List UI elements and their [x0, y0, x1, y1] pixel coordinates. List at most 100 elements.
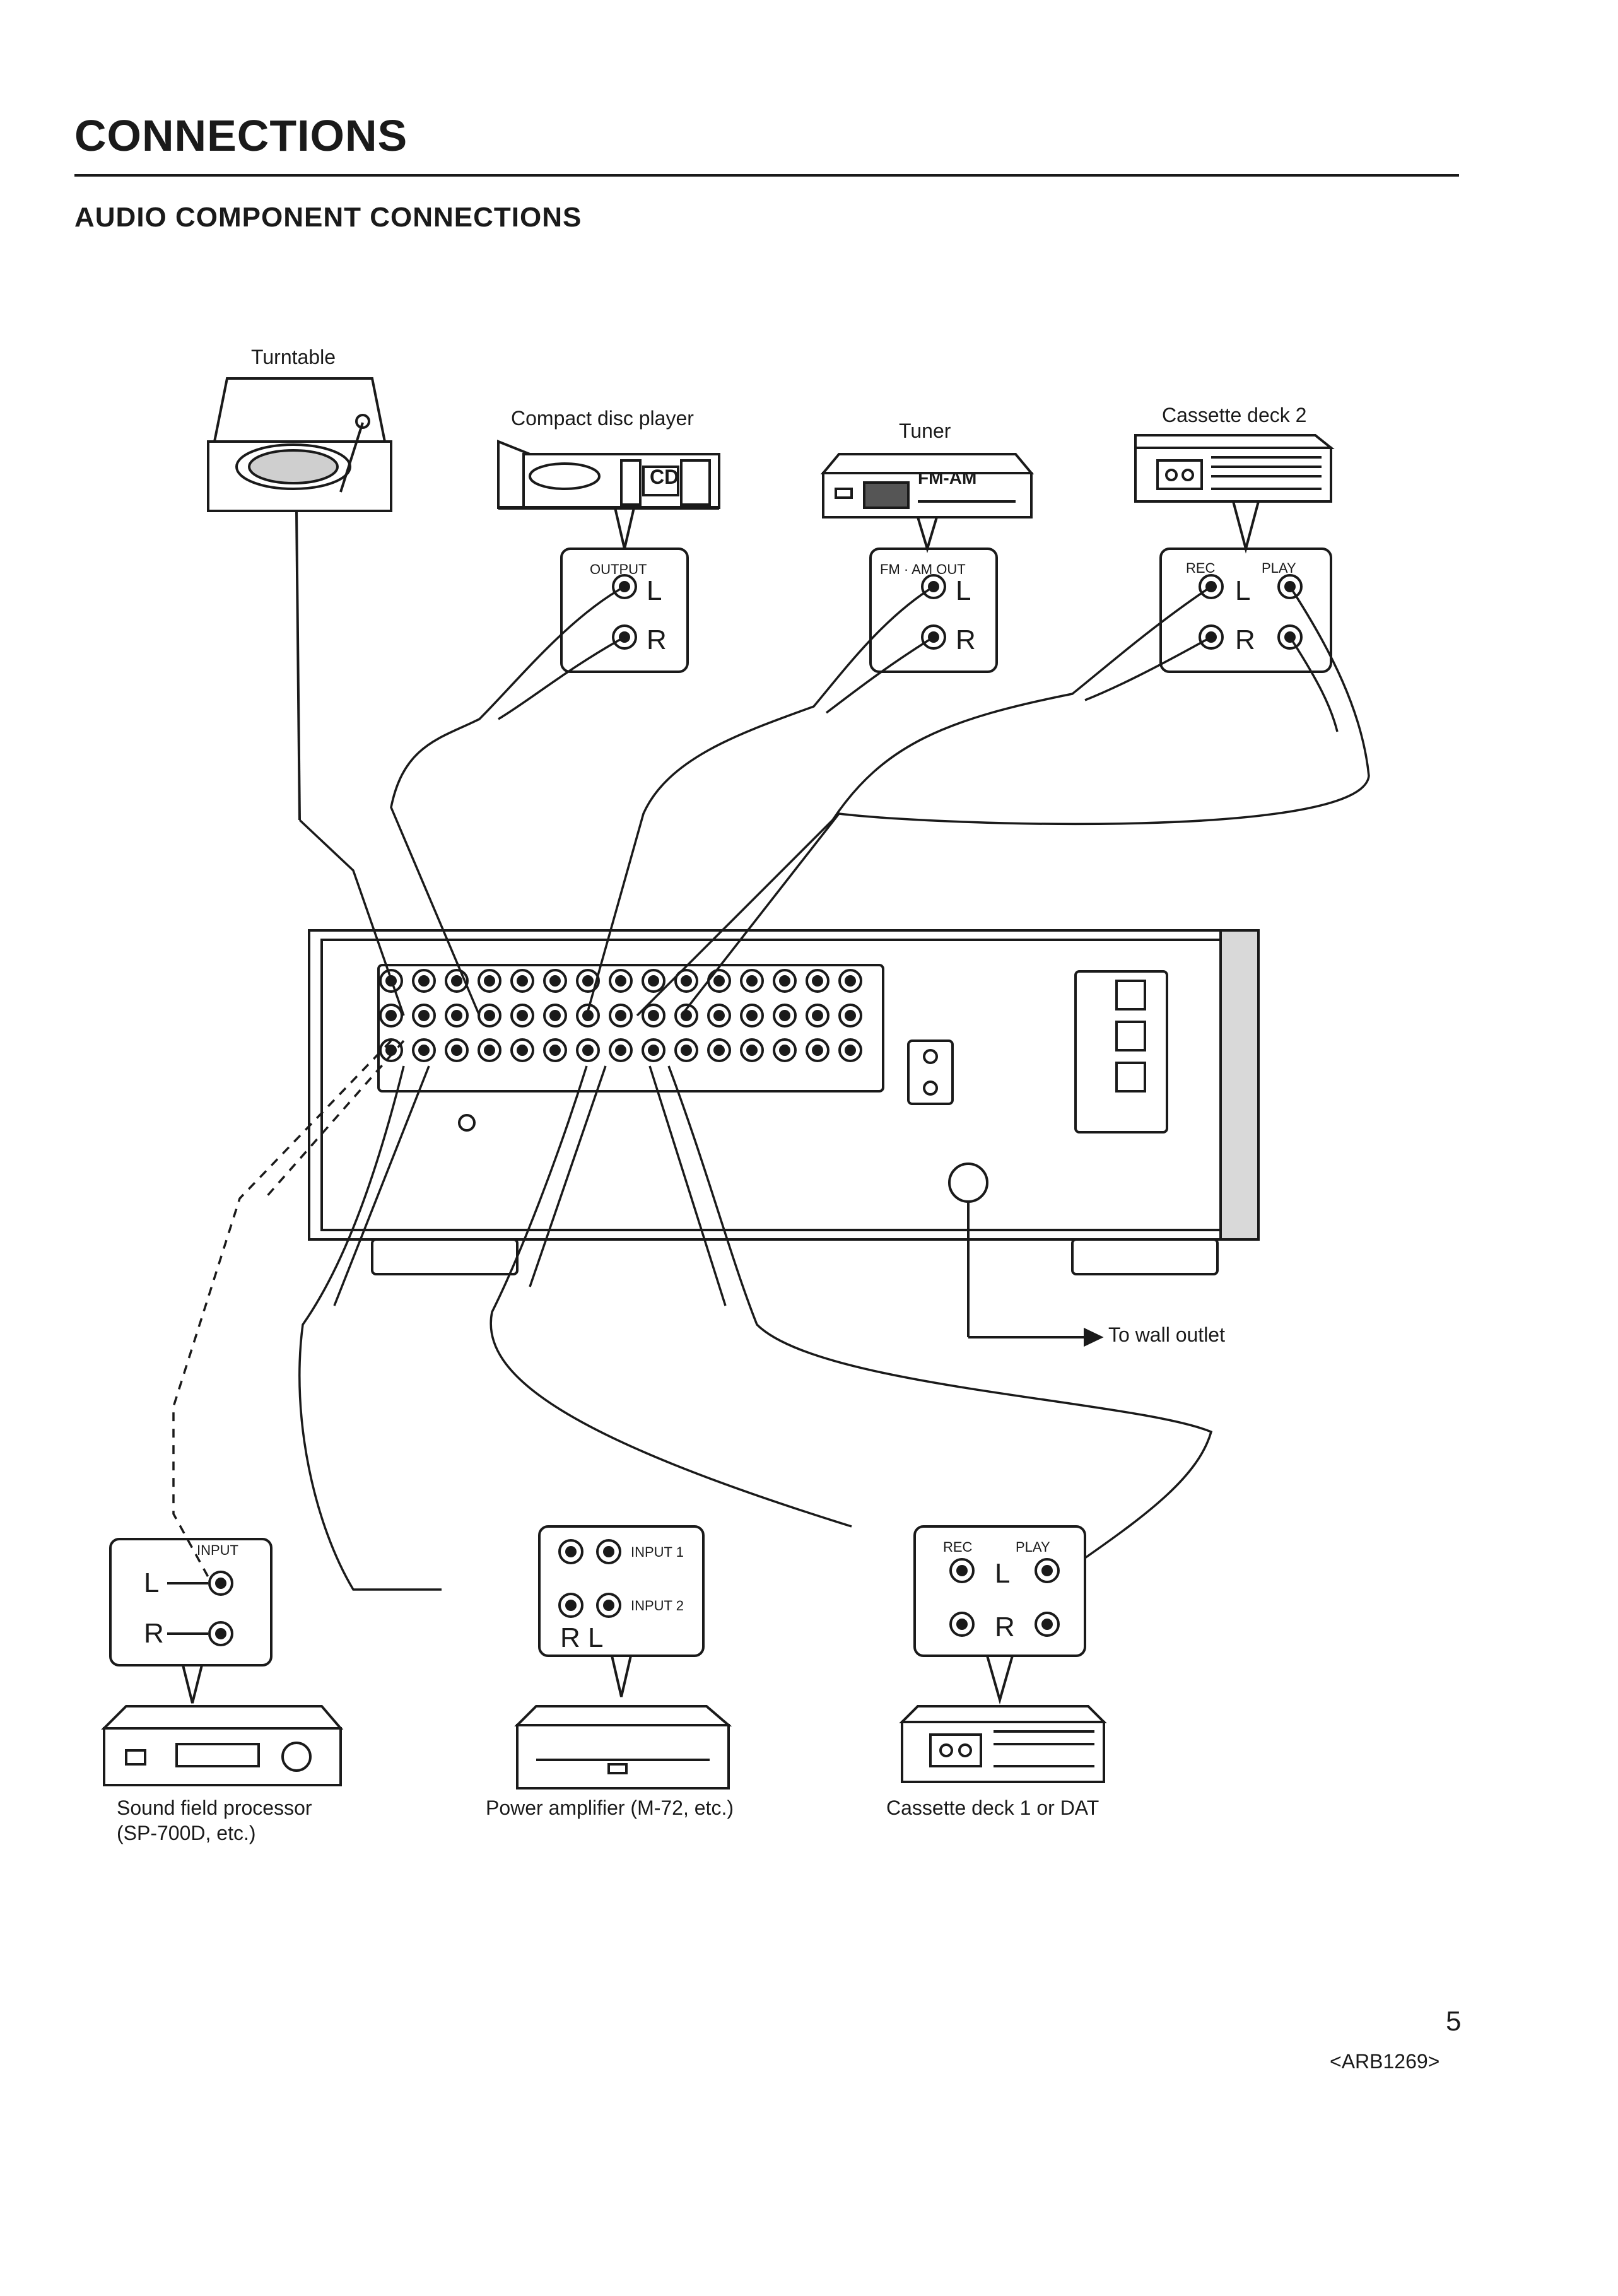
power-amplifier-icon	[514, 1705, 732, 1789]
page-title: CONNECTIONS	[74, 111, 408, 160]
rca-jack-center	[385, 1010, 397, 1021]
cassette-deck-2-label: Cassette deck 2	[1162, 404, 1307, 426]
cd-badge: CD	[650, 466, 679, 488]
rca-jack	[707, 1038, 731, 1062]
rca-jack	[445, 1004, 469, 1028]
rca-jack-center	[812, 975, 823, 987]
rca-jack-center	[648, 1045, 659, 1056]
rca-jack	[806, 969, 830, 993]
turntable-label: Turntable	[251, 346, 336, 368]
rca-jack-bank	[377, 964, 884, 1092]
rca-jacks	[379, 969, 862, 1062]
sfp-input-label: INPUT	[197, 1542, 238, 1558]
cassette-deck-1-icon	[899, 1705, 1107, 1783]
cd-left-label: L	[647, 575, 662, 606]
rca-jack	[379, 1004, 403, 1028]
rca-jack-center	[451, 1010, 462, 1021]
cassette-2-play-label: PLAY	[1262, 560, 1296, 576]
rca-jack-center	[615, 1010, 626, 1021]
rca-jack-center	[549, 1010, 561, 1021]
rca-jack	[510, 1004, 534, 1028]
rca-jack	[609, 1004, 633, 1028]
page-number: 5	[1446, 2006, 1462, 2037]
rca-jack	[478, 1038, 501, 1062]
cassette-deck-1-label: Cassette deck 1 or DAT	[886, 1796, 1099, 1819]
rca-jack-center	[713, 1045, 725, 1056]
turntable-icon	[207, 377, 392, 821]
rca-jack-center	[779, 1010, 790, 1021]
sound-field-processor-icon	[101, 1705, 344, 1786]
rca-jack	[773, 1038, 797, 1062]
rca-jack	[674, 1004, 698, 1028]
cd-player-label: Compact disc player	[511, 407, 694, 430]
rca-jack	[379, 1038, 403, 1062]
rca-jack	[806, 1038, 830, 1062]
rca-jack	[543, 1004, 567, 1028]
amp-input-1-label: INPUT 1	[631, 1544, 684, 1560]
sound-field-processor-sublabel: (SP-700D, etc.)	[117, 1822, 256, 1844]
power-amplifier-label: Power amplifier (M-72, etc.)	[486, 1796, 734, 1819]
rca-jack	[642, 969, 665, 993]
tuner-output-panel	[869, 517, 998, 673]
rca-jack	[740, 969, 764, 993]
rca-jack-center	[582, 1045, 594, 1056]
rca-jack	[642, 1004, 665, 1028]
rca-jack	[412, 969, 436, 993]
rca-jack-center	[746, 1010, 758, 1021]
rca-jack	[707, 1004, 731, 1028]
tuner-badge: FM-AM	[918, 468, 977, 488]
cables	[172, 585, 1370, 1591]
rca-jack-center	[845, 1045, 856, 1056]
rca-jack-center	[812, 1045, 823, 1056]
cassette-1-left-label: L	[995, 1558, 1011, 1589]
sfp-left-label: L	[144, 1567, 160, 1598]
rca-jack	[838, 1038, 862, 1062]
rca-jack-center	[484, 1010, 495, 1021]
rca-jack	[445, 969, 469, 993]
rca-jack	[445, 1038, 469, 1062]
rca-jack-center	[451, 1045, 462, 1056]
rca-jack-center	[845, 1010, 856, 1021]
rca-jack	[674, 1038, 698, 1062]
cd-output-panel	[560, 507, 689, 673]
rca-jack-center	[418, 1010, 430, 1021]
rca-jack-center	[385, 1045, 397, 1056]
tuner-icon	[820, 453, 1035, 518]
rca-jack-center	[517, 975, 528, 987]
rca-jack-center	[812, 1010, 823, 1021]
rca-jack-center	[484, 975, 495, 987]
rca-jack	[642, 1038, 665, 1062]
rca-jack-center	[615, 975, 626, 987]
rca-jack	[576, 1038, 600, 1062]
wall-outlet-label: To wall outlet	[1108, 1323, 1225, 1346]
rca-jack	[412, 1004, 436, 1028]
rca-jack	[740, 1038, 764, 1062]
rca-jack-center	[746, 1045, 758, 1056]
rca-jack-center	[517, 1010, 528, 1021]
rca-jack-center	[418, 1045, 430, 1056]
rca-jack	[773, 969, 797, 993]
cassette-1-play-label: PLAY	[1016, 1539, 1050, 1555]
rca-jack-center	[451, 975, 462, 987]
tuner-output-label: FM · AM OUT	[880, 561, 966, 577]
power-amp-panel	[538, 1525, 705, 1697]
rca-jack-center	[713, 975, 725, 987]
wall-outlet-arrow	[1084, 1327, 1104, 1347]
cassette-deck-2-icon	[1134, 434, 1335, 503]
tuner-left-label: L	[956, 575, 971, 606]
cd-player-icon	[497, 440, 720, 510]
rca-jack	[510, 1038, 534, 1062]
doc-code: <ARB1269>	[1330, 2050, 1440, 2073]
cassette-2-right-label: R	[1235, 624, 1255, 655]
rca-jack	[674, 969, 698, 993]
rca-jack-center	[418, 975, 430, 987]
amp-rl-label: R L	[560, 1622, 604, 1653]
rca-jack	[543, 969, 567, 993]
rca-jack-center	[549, 1045, 561, 1056]
rca-jack	[838, 1004, 862, 1028]
rca-jack	[838, 969, 862, 993]
rca-jack-center	[582, 975, 594, 987]
sound-field-processor-panel	[109, 1538, 273, 1704]
section-heading: AUDIO COMPONENT CONNECTIONS	[74, 202, 582, 233]
